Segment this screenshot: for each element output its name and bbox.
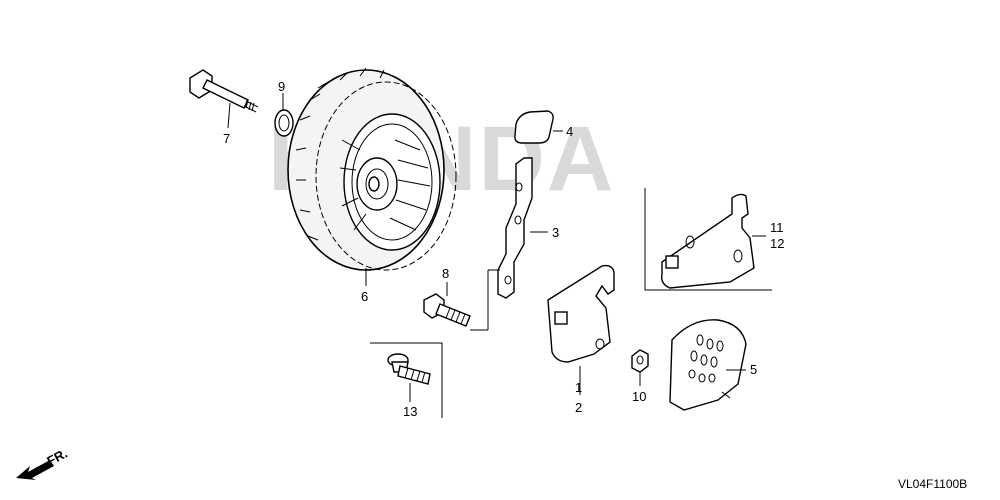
callout-11: 11 bbox=[770, 220, 784, 235]
bolt-8 bbox=[423, 293, 471, 327]
washer-9 bbox=[274, 109, 294, 137]
axle-bolt-7 bbox=[189, 69, 259, 113]
lever-plate-11-12 bbox=[660, 193, 755, 289]
bolt-13 bbox=[387, 353, 431, 385]
callout-8: 8 bbox=[442, 266, 449, 281]
height-plate-1-2 bbox=[547, 264, 615, 363]
bracket-3 bbox=[497, 157, 533, 299]
front-direction-arrow-icon bbox=[16, 460, 54, 480]
callout-6: 6 bbox=[361, 289, 368, 304]
callout-9: 9 bbox=[278, 79, 285, 94]
callout-4: 4 bbox=[566, 124, 573, 139]
callout-1: 1 bbox=[575, 380, 582, 395]
callout-5: 5 bbox=[750, 362, 757, 377]
cap-4 bbox=[514, 110, 554, 144]
callout-13: 13 bbox=[403, 404, 417, 419]
callout-10: 10 bbox=[632, 389, 646, 404]
nut-10 bbox=[631, 349, 649, 373]
callout-12: 12 bbox=[770, 236, 784, 251]
wheel-6 bbox=[287, 67, 457, 271]
callout-2: 2 bbox=[575, 400, 582, 415]
callout-7: 7 bbox=[223, 131, 230, 146]
callout-3: 3 bbox=[552, 225, 559, 240]
diagram-code: VL04F1100B bbox=[898, 477, 967, 491]
cover-plate-5 bbox=[669, 319, 747, 411]
